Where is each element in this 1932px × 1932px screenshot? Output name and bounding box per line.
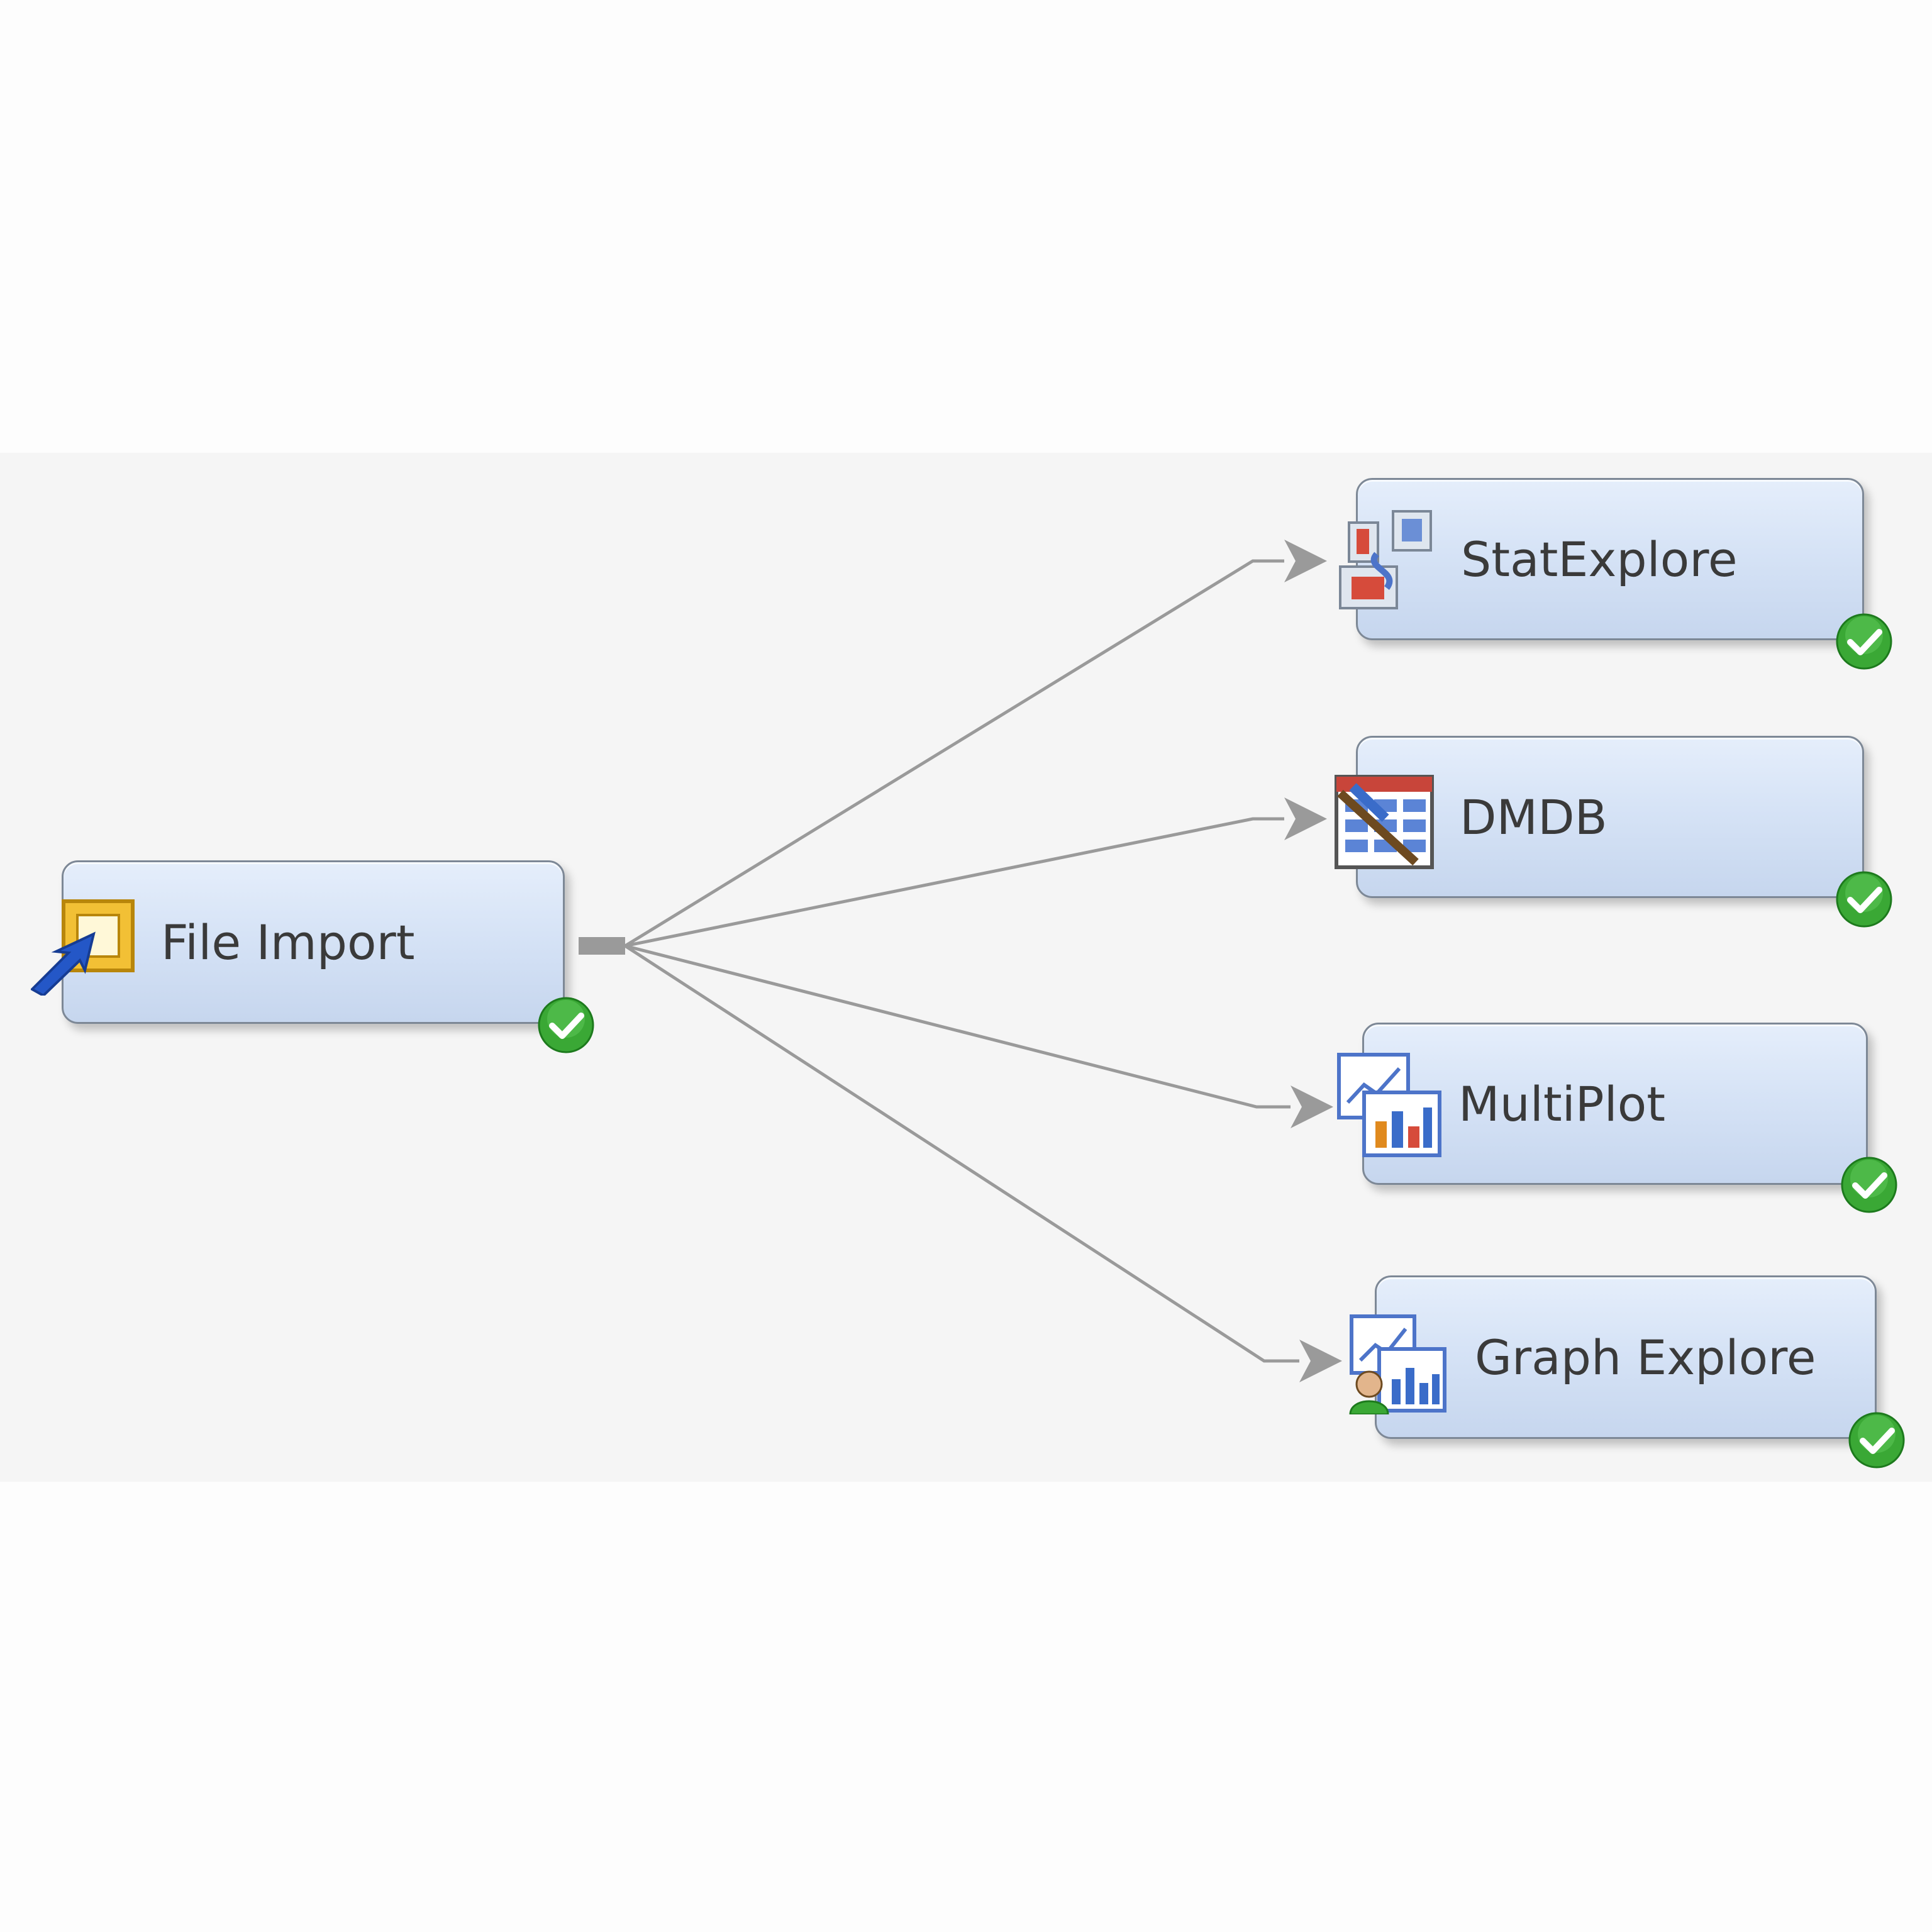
node-file-import[interactable]: File Import (30, 860, 565, 1024)
node-label: File Import (161, 914, 415, 970)
statexplore-icon (1339, 510, 1433, 611)
node-multiplot[interactable]: MultiPlot (1337, 1023, 1868, 1185)
status-complete-icon (1835, 870, 1893, 928)
graph-explore-icon (1346, 1314, 1447, 1416)
multiplot-icon (1336, 1052, 1443, 1159)
output-port[interactable] (579, 937, 625, 955)
node-label: Graph Explore (1475, 1329, 1816, 1385)
file-import-icon (30, 895, 138, 997)
node-statexplore[interactable]: StatExplore (1339, 478, 1864, 640)
node-dmdb[interactable]: DMDB (1335, 736, 1864, 898)
node-label: DMDB (1460, 789, 1607, 845)
node-label: MultiPlot (1458, 1075, 1666, 1132)
status-complete-icon (1848, 1411, 1906, 1469)
dmdb-icon (1334, 774, 1435, 870)
status-complete-icon (1840, 1156, 1898, 1214)
node-graph-explore[interactable]: Graph Explore (1349, 1275, 1877, 1439)
node-label: StatExplore (1461, 531, 1738, 587)
status-complete-icon (537, 996, 595, 1054)
status-complete-icon (1835, 613, 1893, 670)
